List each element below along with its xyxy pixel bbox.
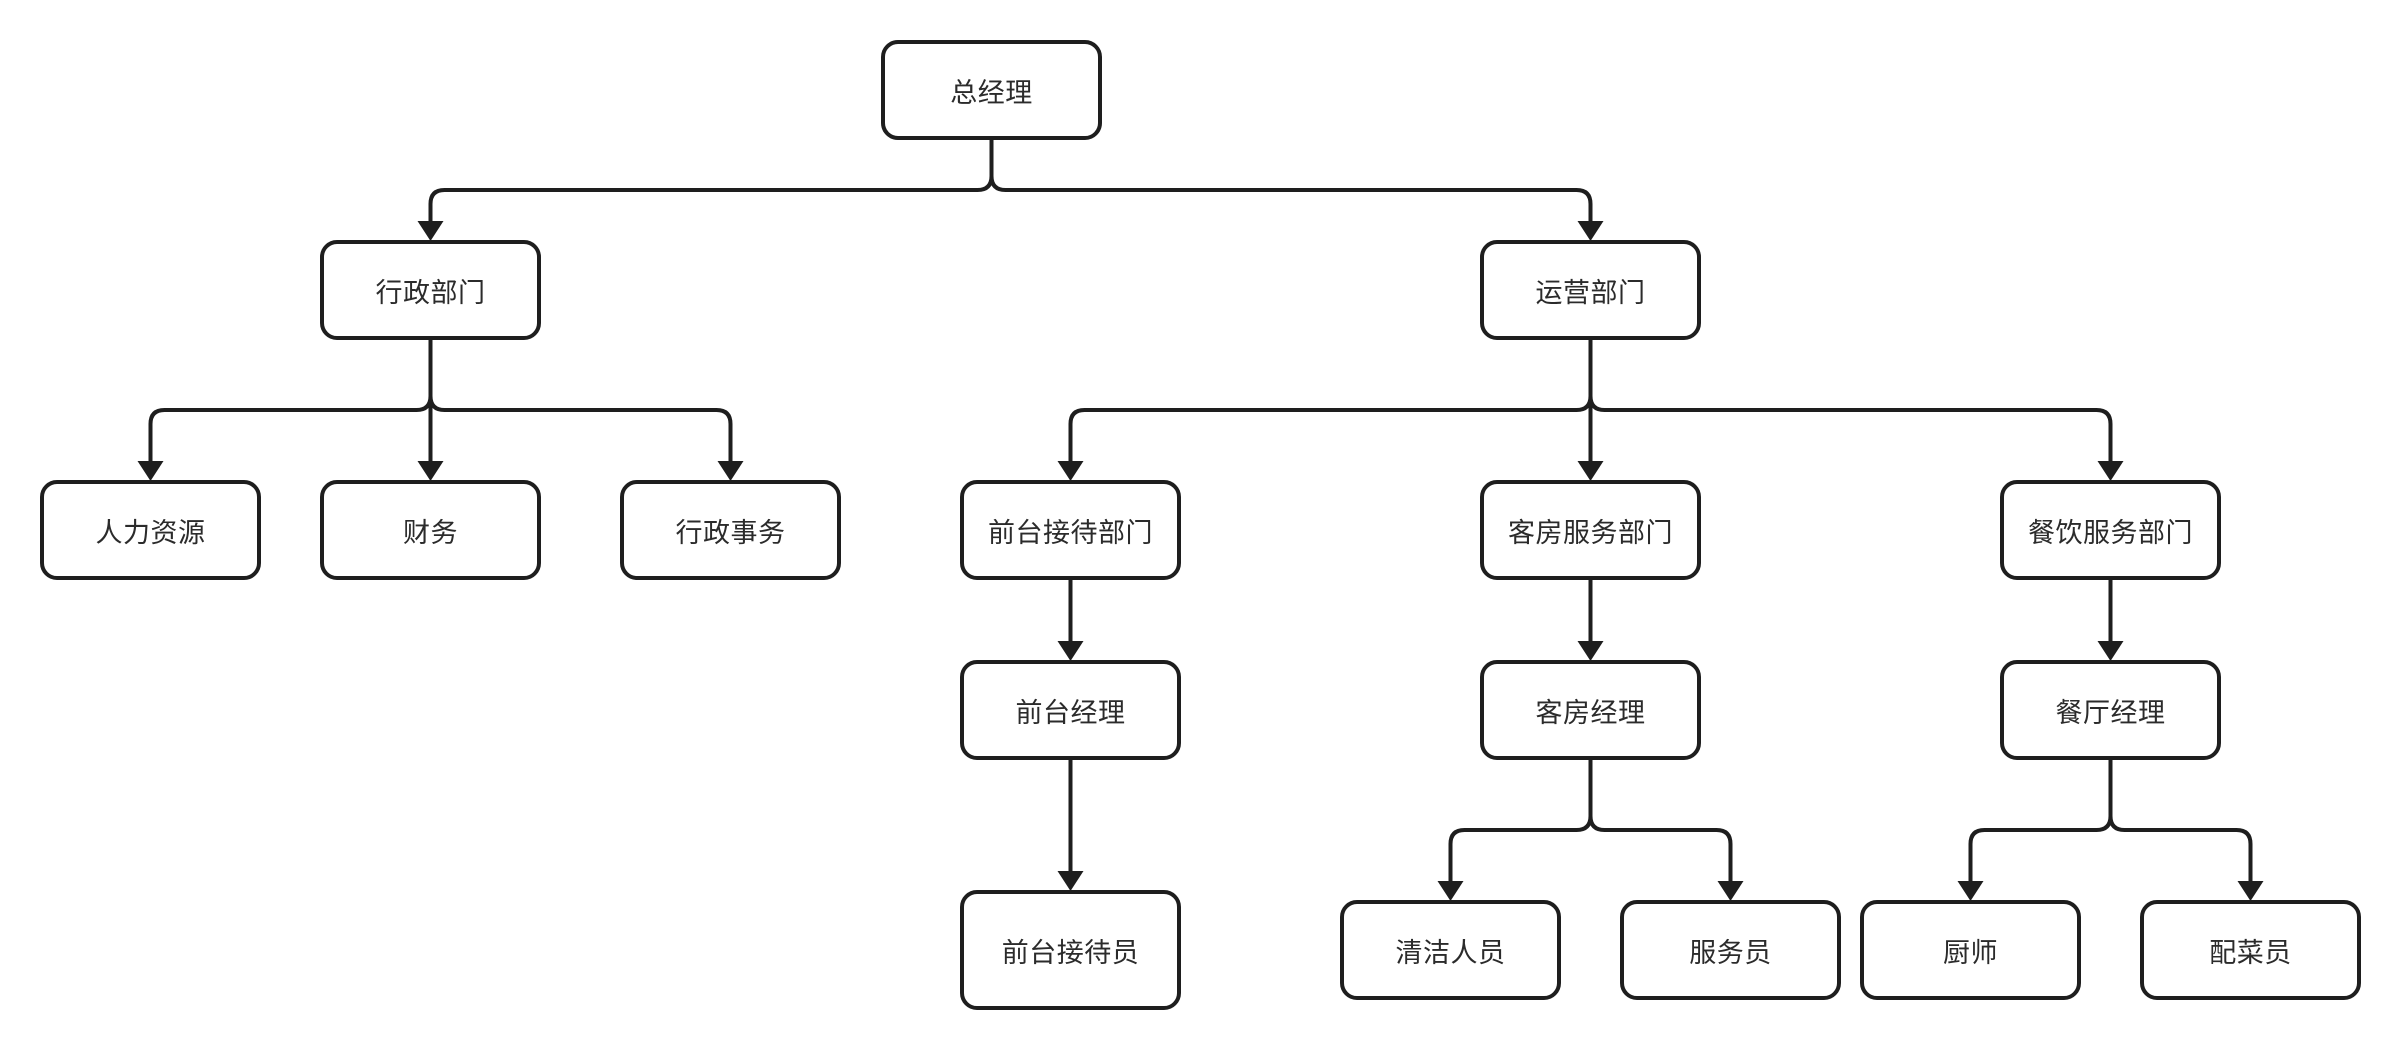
node-housekeeping-manager[interactable]: 客房经理 bbox=[1480, 660, 1701, 760]
node-label: 餐饮服务部门 bbox=[2028, 517, 2193, 549]
node-housekeeping-dept[interactable]: 客房服务部门 bbox=[1480, 480, 1701, 580]
node-general-manager[interactable]: 总经理 bbox=[881, 40, 1102, 140]
arrowhead-icon bbox=[1577, 641, 1604, 661]
node-label: 行政事务 bbox=[675, 517, 786, 549]
node-label: 人力资源 bbox=[95, 517, 206, 549]
node-label: 前台接待部门 bbox=[988, 517, 1153, 549]
arrowhead-icon bbox=[1577, 461, 1604, 481]
node-operations-dept[interactable]: 运营部门 bbox=[1480, 240, 1701, 340]
node-label: 配菜员 bbox=[2209, 937, 2292, 969]
node-label: 总经理 bbox=[950, 77, 1033, 109]
node-label: 厨师 bbox=[1943, 937, 1998, 969]
arrowhead-icon bbox=[417, 461, 444, 481]
connector-line bbox=[148, 340, 433, 462]
node-front-desk-dept[interactable]: 前台接待部门 bbox=[960, 480, 1181, 580]
node-label: 运营部门 bbox=[1535, 277, 1646, 309]
arrowhead-icon bbox=[137, 461, 164, 481]
node-attendant[interactable]: 服务员 bbox=[1620, 900, 1841, 1000]
connector-line bbox=[1448, 760, 1593, 882]
node-cleaning-staff[interactable]: 清洁人员 bbox=[1340, 900, 1561, 1000]
node-receptionist[interactable]: 前台接待员 bbox=[960, 890, 1181, 1010]
node-admin-affairs[interactable]: 行政事务 bbox=[620, 480, 841, 580]
node-admin-dept[interactable]: 行政部门 bbox=[320, 240, 541, 340]
arrowhead-icon bbox=[1057, 871, 1084, 891]
arrowhead-icon bbox=[1957, 881, 1984, 901]
connector-line bbox=[428, 340, 733, 462]
node-label: 财务 bbox=[403, 517, 458, 549]
node-food-beverage-dept[interactable]: 餐饮服务部门 bbox=[2000, 480, 2221, 580]
node-label: 前台接待员 bbox=[1001, 937, 1140, 969]
connector-line bbox=[989, 140, 1593, 222]
node-restaurant-manager[interactable]: 餐厅经理 bbox=[2000, 660, 2221, 760]
connector-line bbox=[1588, 760, 1733, 882]
node-chef[interactable]: 厨师 bbox=[1860, 900, 2081, 1000]
node-label: 清洁人员 bbox=[1395, 937, 1506, 969]
connector-line bbox=[1588, 340, 2113, 462]
arrowhead-icon bbox=[1577, 221, 1604, 241]
node-label: 餐厅经理 bbox=[2055, 697, 2166, 729]
arrowhead-icon bbox=[2237, 881, 2264, 901]
node-label: 服务员 bbox=[1689, 937, 1772, 969]
arrowhead-icon bbox=[1717, 881, 1744, 901]
node-label: 客房服务部门 bbox=[1508, 517, 1673, 549]
arrowhead-icon bbox=[2097, 461, 2124, 481]
node-front-desk-manager[interactable]: 前台经理 bbox=[960, 660, 1181, 760]
node-finance[interactable]: 财务 bbox=[320, 480, 541, 580]
arrowhead-icon bbox=[1057, 461, 1084, 481]
node-label: 客房经理 bbox=[1535, 697, 1646, 729]
connector-line bbox=[428, 140, 994, 222]
connector-line bbox=[1968, 760, 2113, 882]
arrowhead-icon bbox=[417, 221, 444, 241]
arrowhead-icon bbox=[1437, 881, 1464, 901]
node-prep-cook[interactable]: 配菜员 bbox=[2140, 900, 2361, 1000]
arrowhead-icon bbox=[2097, 641, 2124, 661]
node-label: 前台经理 bbox=[1015, 697, 1126, 729]
arrowhead-icon bbox=[717, 461, 744, 481]
connector-line bbox=[2108, 760, 2253, 882]
connector-line bbox=[1068, 340, 1593, 462]
arrowhead-icon bbox=[1057, 641, 1084, 661]
node-human-resources[interactable]: 人力资源 bbox=[40, 480, 261, 580]
node-label: 行政部门 bbox=[375, 277, 486, 309]
